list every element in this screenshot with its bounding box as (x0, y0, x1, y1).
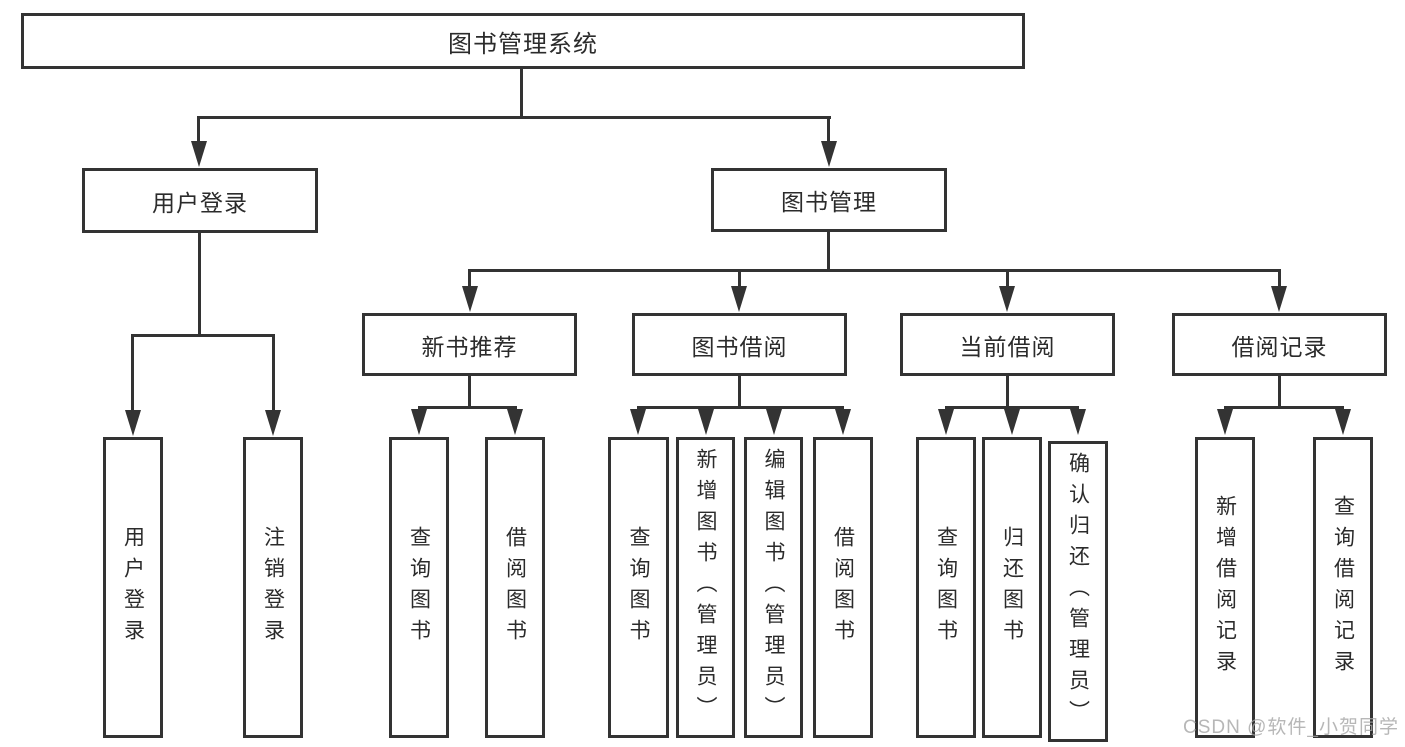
arrow-down-icon (821, 141, 837, 167)
leaf-query-books-borrow: 查询图书 (608, 437, 669, 738)
arrow-down-icon (191, 141, 207, 167)
arrow-down-icon (411, 409, 427, 435)
leaf-edit-books-admin-label: 编辑图书（管理员） (762, 448, 785, 727)
node-root-book-management-system: 图书管理系统 (21, 13, 1025, 69)
arrow-down-icon (698, 409, 714, 435)
arrow-down-icon (462, 286, 478, 312)
arrow-down-icon (999, 286, 1015, 312)
arrow-down-icon (1271, 286, 1287, 312)
node-current-borrow: 当前借阅 (900, 313, 1115, 376)
connector-group-stem (1006, 269, 1009, 289)
connector-group-stem (1006, 376, 1009, 409)
leaf-add-books-admin: 新增图书（管理员） (676, 437, 735, 738)
leaf-user-login-label: 用户登录 (121, 525, 145, 650)
leaf-query-books-borrow-label: 查询图书 (627, 525, 650, 650)
arrow-down-icon (938, 409, 954, 435)
node-current-borrow-label: 当前借阅 (959, 333, 1056, 360)
connector-leaf-stem (131, 334, 134, 411)
node-borrow-records-label: 借阅记录 (1231, 333, 1328, 360)
arrow-down-icon (1217, 409, 1233, 435)
node-book-management-label: 图书管理 (781, 189, 877, 215)
connector-group-rail (637, 406, 844, 409)
arrow-down-icon (835, 409, 851, 435)
leaf-borrow-books-recommend-label: 借阅图书 (503, 525, 527, 650)
node-root-label: 图书管理系统 (448, 30, 598, 58)
arrow-down-icon (507, 409, 523, 435)
leaf-query-borrow-record-label: 查询借阅记录 (1331, 494, 1355, 681)
connector-user-login-rail (132, 334, 275, 337)
arrow-down-icon (265, 410, 281, 436)
connector-group-stem (1278, 269, 1281, 289)
leaf-return-books-label: 归还图书 (1000, 525, 1024, 650)
leaf-return-books: 归还图书 (982, 437, 1042, 738)
connector-branch-book-mgmt-stem (827, 116, 830, 143)
leaf-user-login: 用户登录 (103, 437, 163, 738)
arrow-down-icon (125, 410, 141, 436)
connector-root-stem (520, 69, 523, 118)
connector-group-rail (945, 406, 1079, 409)
connector-user-login-stem (198, 233, 201, 336)
leaf-borrow-books-label: 借阅图书 (831, 525, 855, 650)
leaf-borrow-books: 借阅图书 (813, 437, 873, 738)
connector-root-rail (198, 116, 831, 119)
connector-leaf-stem (272, 334, 275, 411)
leaf-add-books-admin-label: 新增图书（管理员） (694, 448, 717, 727)
connector-group-stem (468, 376, 471, 409)
leaf-confirm-return-admin: 确认归还（管理员） (1048, 441, 1108, 742)
arrow-down-icon (630, 409, 646, 435)
arrow-down-icon (766, 409, 782, 435)
leaf-query-books-current: 查询图书 (916, 437, 976, 738)
node-new-book-recommend: 新书推荐 (362, 313, 577, 376)
csdn-watermark: CSDN @软件_小贺同学 (1183, 717, 1399, 738)
node-book-borrow: 图书借阅 (632, 313, 847, 376)
leaf-borrow-books-recommend: 借阅图书 (485, 437, 545, 738)
connector-group-stem (468, 269, 471, 289)
leaf-logout-label: 注销登录 (261, 525, 285, 650)
connector-group-rail (418, 406, 517, 409)
connector-book-mgmt-stem (827, 232, 830, 272)
node-book-management: 图书管理 (711, 168, 947, 232)
node-book-borrow-label: 图书借阅 (691, 333, 788, 360)
leaf-edit-books-admin: 编辑图书（管理员） (744, 437, 803, 738)
arrow-down-icon (1070, 409, 1086, 435)
leaf-add-borrow-record-label: 新增借阅记录 (1213, 494, 1237, 681)
connector-branch-user-login-stem (197, 116, 200, 143)
arrow-down-icon (1335, 409, 1351, 435)
connector-group-stem (738, 376, 741, 409)
node-user-login: 用户登录 (82, 168, 318, 233)
leaf-query-books-recommend: 查询图书 (389, 437, 449, 738)
leaf-confirm-return-admin-label: 确认归还（管理员） (1066, 452, 1090, 731)
connector-group-rail (1224, 406, 1344, 409)
leaf-query-borrow-record: 查询借阅记录 (1313, 437, 1373, 738)
leaf-logout: 注销登录 (243, 437, 303, 738)
arrow-down-icon (731, 286, 747, 312)
node-new-book-recommend-label: 新书推荐 (421, 333, 518, 360)
connector-group-stem (1278, 376, 1281, 409)
leaf-add-borrow-record: 新增借阅记录 (1195, 437, 1255, 738)
connector-group-stem (738, 269, 741, 289)
leaf-query-books-recommend-label: 查询图书 (407, 525, 431, 650)
leaf-query-books-current-label: 查询图书 (934, 525, 958, 650)
node-borrow-records: 借阅记录 (1172, 313, 1387, 376)
node-user-login-label: 用户登录 (152, 189, 248, 216)
connector-book-mgmt-rail (469, 269, 1281, 272)
arrow-down-icon (1004, 409, 1020, 435)
